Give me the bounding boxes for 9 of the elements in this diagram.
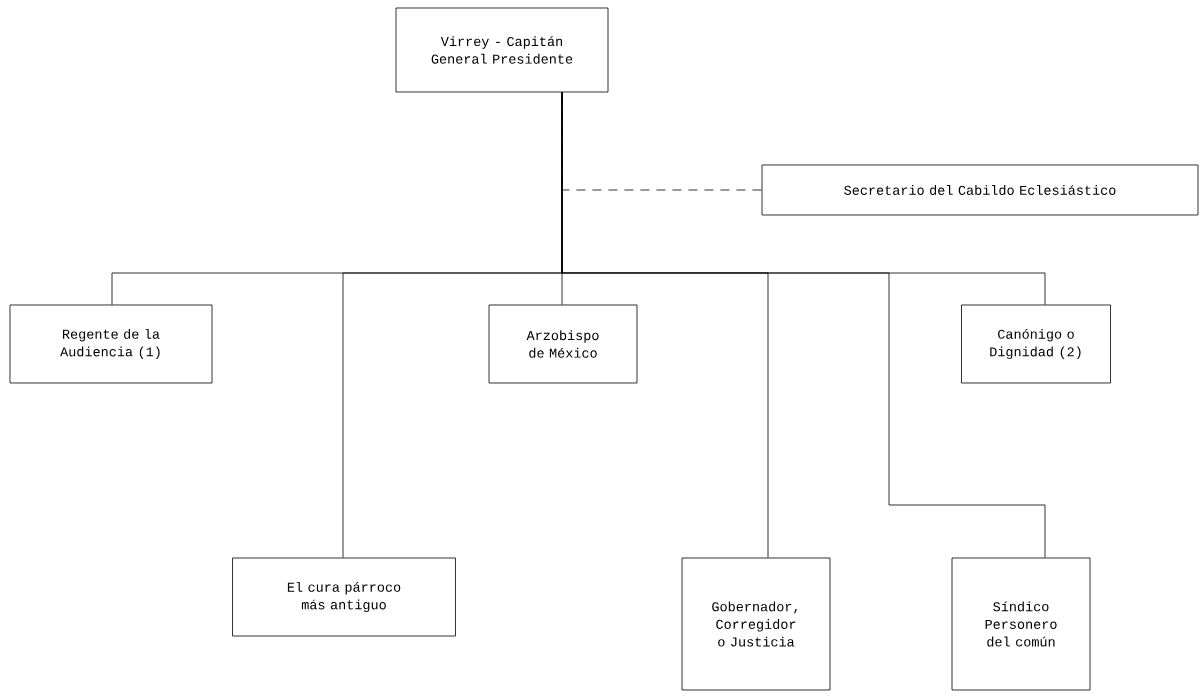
- org-box: Arzobispo de México: [488, 304, 638, 384]
- org-box: Virrey - Capitán General Presidente: [395, 7, 609, 93]
- connector-line: [561, 92, 1046, 558]
- org-box: El cura párroco más antiguo: [232, 557, 456, 637]
- org-box: Síndico Personero del común: [951, 557, 1091, 691]
- org-box: Regente de la Audiencia (1): [9, 304, 213, 384]
- org-box: Gobernador, Corregidor o Justicia: [681, 557, 831, 691]
- org-box: Secretario del Cabildo Eclesiástico: [761, 164, 1199, 216]
- org-box: Canónigo o Dignidad (2): [961, 304, 1111, 384]
